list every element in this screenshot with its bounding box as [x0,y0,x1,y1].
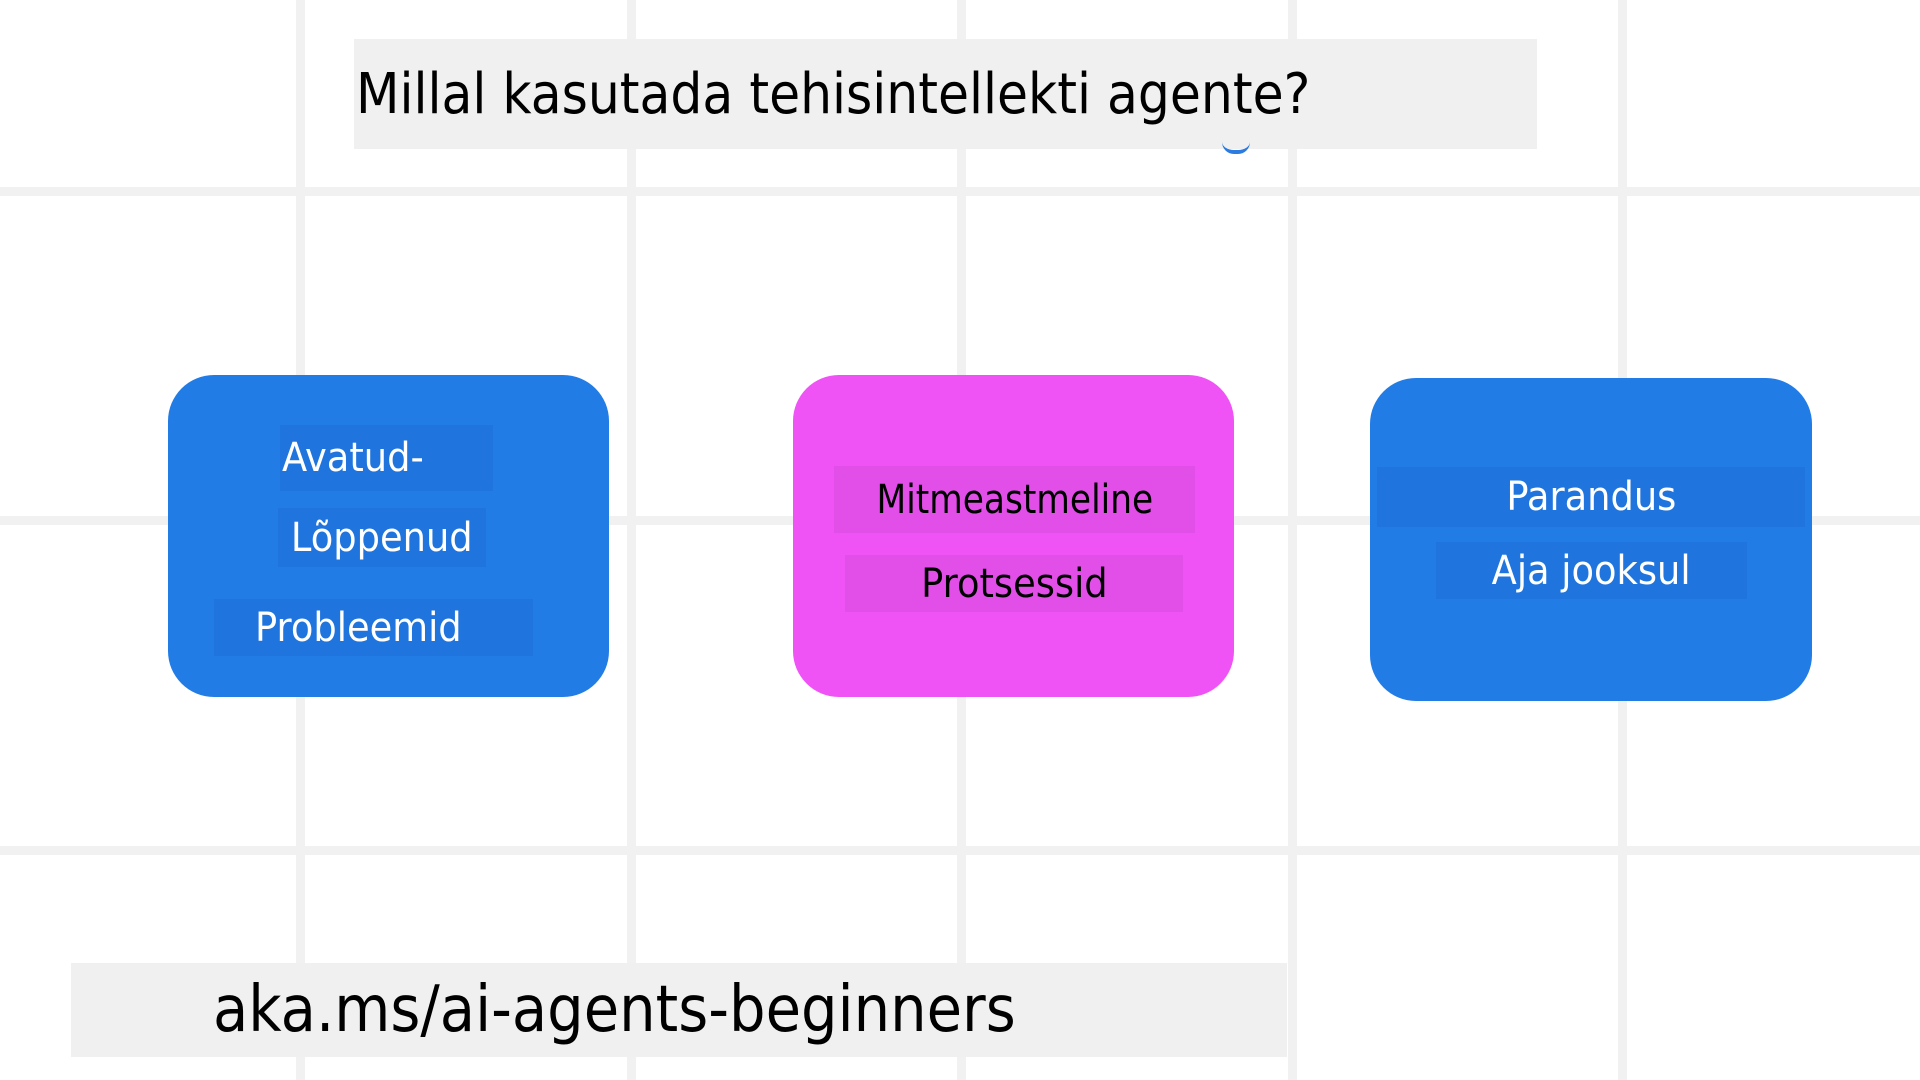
card-open-ended-problems: Avatud- Lõppenud Probleemid [168,375,609,697]
card-improvement-over-time: Parandus Aja jooksul [1370,378,1812,701]
card-line: Parandus [1377,467,1805,527]
card-line: Aja jooksul [1436,542,1747,599]
card-multi-step-processes: Mitmeastmeline Protsessid [793,375,1234,697]
page-title: Millal kasutada tehisintellekti agente? [354,39,1537,149]
page-title-text: Millal kasutada tehisintellekti agente? [356,61,1311,127]
card-line: Probleemid [214,599,533,656]
card-line: Mitmeastmeline [834,466,1195,533]
grid-line-horizontal [0,846,1920,855]
course-url: aka.ms/ai-agents-beginners [71,963,1287,1057]
grid-line-horizontal [0,187,1920,196]
decorative-arc [1222,142,1250,154]
course-url-text: aka.ms/ai-agents-beginners [213,973,1016,1047]
card-line: Avatud- [280,425,493,491]
grid-line-vertical [1288,0,1297,1080]
card-line: Lõppenud [278,508,486,567]
card-line: Protsessid [845,555,1183,612]
grid-line-vertical [627,0,636,1080]
